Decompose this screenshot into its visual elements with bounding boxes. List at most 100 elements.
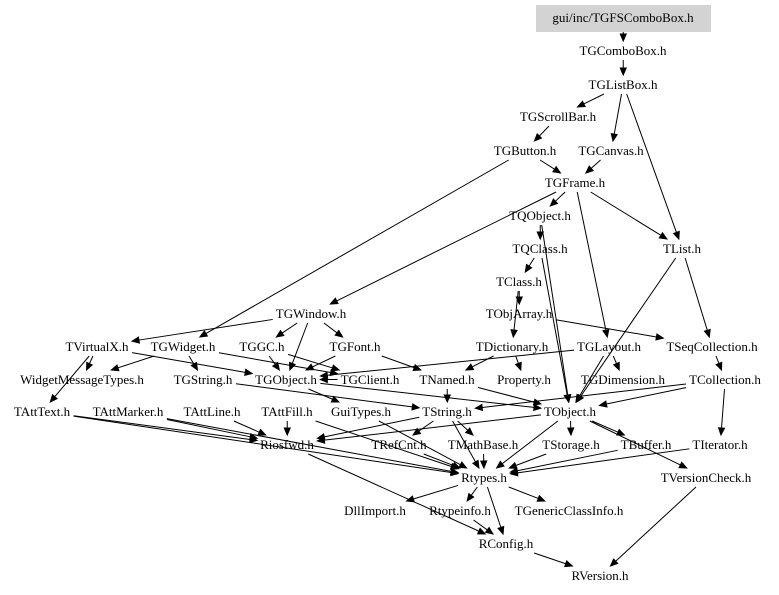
node-tgenericclassinfo-h[interactable]: TGenericClassInfo.h (515, 503, 624, 518)
arrowhead-TGGC_h-to-TGClient_h (330, 364, 341, 372)
node-tatttext-h[interactable]: TAttText.h (14, 404, 71, 419)
node-rtypeinfo-h[interactable]: Rtypeinfo.h (429, 503, 491, 518)
arrowhead-TGObject_h-to-GuiTypes_h (330, 395, 341, 403)
node-tgcanvas-h[interactable]: TGCanvas.h (578, 143, 644, 158)
arrowhead-Rtypes_h-to-TGenericClassInfo_h (536, 494, 546, 502)
node-dllimport-h[interactable]: DllImport.h (344, 503, 406, 518)
node-tgscrollbar-h[interactable]: TGScrollBar.h (520, 109, 597, 124)
edge-TObject_h-to-TBuffer_h (591, 420, 619, 433)
node-rtypes-h[interactable]: Rtypes.h (461, 470, 507, 485)
node-tnamed-h[interactable]: TNamed.h (419, 372, 475, 387)
node-tqobject-h[interactable]: TQObject.h (509, 208, 571, 223)
arrowhead-TSeqCollection_h-to-TCollection_h (715, 361, 723, 372)
edge-TGFrame_h-to-TGLayout_h (576, 191, 607, 331)
node-trefcnt-h[interactable]: TRefCnt.h (371, 437, 427, 452)
node-rconfig-h[interactable]: RConfig.h (479, 536, 534, 551)
node-tcollection-h[interactable]: TCollection.h (689, 372, 761, 387)
edge-TQClass_h-to-TObject_h (541, 257, 568, 396)
arrowhead-TVirtualX_h-to-WidgetMessageTypes_h (86, 361, 94, 372)
arrowhead-TCollection_h-to-TObject_h (598, 400, 608, 408)
node-tstorage-h[interactable]: TStorage.h (542, 437, 600, 452)
node-widgetmessagetypes-h[interactable]: WidgetMessageTypes.h (20, 372, 144, 387)
node-tglistbox-h[interactable]: TGListBox.h (589, 77, 658, 92)
node-titerator-h[interactable]: TIterator.h (692, 437, 748, 452)
arrowhead-TGLayout_h-to-TGDimension_h (612, 361, 620, 372)
edge-TGLayout_h-to-TGObject_h (327, 349, 575, 376)
node-property-h[interactable]: Property.h (497, 372, 551, 387)
node-tbuffer-h[interactable]: TBuffer.h (621, 437, 672, 452)
node-tgwidget-h[interactable]: TGWidget.h (151, 339, 216, 354)
node-tgcombobox-h[interactable]: TGComboBox.h (579, 43, 667, 58)
edge-TGFrame_h-to-TList_h (590, 191, 662, 236)
node-tgdimension-h[interactable]: TGDimension.h (581, 372, 666, 387)
edge-TGListBox_h-to-TList_h (626, 93, 677, 233)
arrowhead-TGFrame_h-to-TGWindow_h (329, 297, 339, 305)
edge-TDictionary_h-to-TNamed_h (471, 355, 494, 368)
arrowhead-TNamed_h-to-TObject_h (532, 398, 543, 406)
edge-TGFont_h-to-TNamed_h (381, 355, 415, 369)
arrowhead-TDictionary_h-to-Property_h (514, 361, 522, 372)
node-guitypes-h[interactable]: GuiTypes.h (331, 404, 392, 419)
arrowhead-TObject_h-to-Riosfwd_h (316, 436, 326, 444)
node-tdictionary-h[interactable]: TDictionary.h (476, 339, 549, 354)
arrowhead-TGButton_h-to-TGWidget_h (198, 330, 209, 338)
node-tgframe-h[interactable]: TGFrame.h (545, 175, 606, 190)
node-tobject-h[interactable]: TObject.h (544, 404, 597, 419)
node-tgfont-h[interactable]: TGFont.h (330, 339, 381, 354)
arrowhead-TGWindow_h-to-TGFont_h (334, 329, 344, 338)
edge-TGFrame_h-to-TGWindow_h (336, 191, 557, 302)
edge-TGLayout_h-to-TGDimension_h (612, 355, 617, 364)
node-tgstring-h[interactable]: TGString.h (174, 372, 233, 387)
edge-TClass_h-to-TDictionary_h (513, 290, 519, 331)
arrowhead-gui_inc_TGFSComboBox_h-to-TGComboBox_h (619, 33, 628, 43)
node-tseqcollection-h[interactable]: TSeqCollection.h (666, 339, 758, 354)
node-riosfwd-h[interactable]: Riosfwd.h (260, 437, 314, 452)
arrowhead-Rtypes_h-to-Rtypeinfo_h (466, 492, 475, 503)
arrowhead-TGButton_h-to-TGFrame_h (552, 165, 562, 174)
node-tattline-h[interactable]: TAttLine.h (183, 404, 241, 419)
node-tggc-h[interactable]: TGGC.h (239, 339, 285, 354)
node-tobjarray-h[interactable]: TObjArray.h (486, 306, 553, 321)
arrowhead-Rtypes_h-to-RConfig_h (497, 525, 505, 536)
node-tqclass-h[interactable]: TQClass.h (512, 241, 568, 256)
arrowhead-TCollection_h-to-TIterator_h (717, 427, 726, 437)
edge-TGWidget_h-to-WidgetMessageTypes_h (117, 355, 155, 369)
edge-TGLayout_h-to-TObject_h (579, 355, 604, 397)
edge-TGWindow_h-to-TGGC_h (281, 322, 298, 334)
edge-TRefCnt_h-to-Rtypes_h (423, 453, 454, 466)
node-tversioncheck-h[interactable]: TVersionCheck.h (661, 470, 752, 485)
node-tattfill-h[interactable]: TAttFill.h (261, 404, 313, 419)
node-tgwindow-h[interactable]: TGWindow.h (276, 306, 347, 321)
arrowhead-TNamed_h-to-TString_h (443, 394, 452, 404)
node-tattmarker-h[interactable]: TAttMarker.h (93, 404, 164, 419)
arrowhead-Riosfwd_h-to-RConfig_h (476, 527, 487, 535)
edge-TBuffer_h-to-Rtypes_h (517, 449, 618, 472)
node-gui-inc-tgfscombobox-h[interactable]: gui/inc/TGFSComboBox.h (552, 10, 694, 25)
node-tlist-h[interactable]: TList.h (663, 241, 701, 256)
edge-TCollection_h-to-TObject_h (606, 387, 687, 405)
node-tgobject-h[interactable]: TGObject.h (255, 372, 317, 387)
node-tglayout-h[interactable]: TGLayout.h (577, 339, 641, 354)
edge-TObject_h-to-TVersionCheck_h (589, 420, 681, 466)
arrowhead-TMathBase_h-to-Rtypes_h (479, 460, 488, 470)
node-tgbutton-h[interactable]: TGButton.h (494, 143, 557, 158)
node-rversion-h[interactable]: RVersion.h (571, 568, 629, 583)
node-tvirtualx-h[interactable]: TVirtualX.h (65, 339, 129, 354)
edge-Rtypes_h-to-RConfig_h (486, 486, 502, 528)
arrowhead-TObjArray_h-to-TSeqCollection_h (655, 333, 665, 341)
node-tclass-h[interactable]: TClass.h (496, 274, 542, 289)
node-tgclient-h[interactable]: TGClient.h (341, 372, 400, 387)
edge-TList_h-to-TSeqCollection_h (684, 257, 708, 331)
edge-TGListBox_h-to-TGCanvas_h (613, 93, 623, 135)
edge-TAttLine_h-to-Riosfwd_h (233, 420, 260, 433)
edge-Rtypes_h-to-TGenericClassInfo_h (508, 486, 539, 499)
arrowhead-TGFont_h-to-TGObject_h (304, 363, 315, 371)
arrowhead-TObject_h-to-TStorage_h (566, 427, 575, 437)
edge-TGWidget_h-to-TGString_h (188, 355, 195, 365)
node-tstring-h[interactable]: TString.h (422, 404, 472, 419)
arrowhead-TGListBox_h-to-TGCanvas_h (610, 132, 619, 143)
edge-TAttText_h-to-Riosfwd_h (73, 415, 251, 440)
node-tmathbase-h[interactable]: TMathBase.h (448, 437, 519, 452)
edge-TStorage_h-to-Rtypes_h (515, 453, 547, 466)
